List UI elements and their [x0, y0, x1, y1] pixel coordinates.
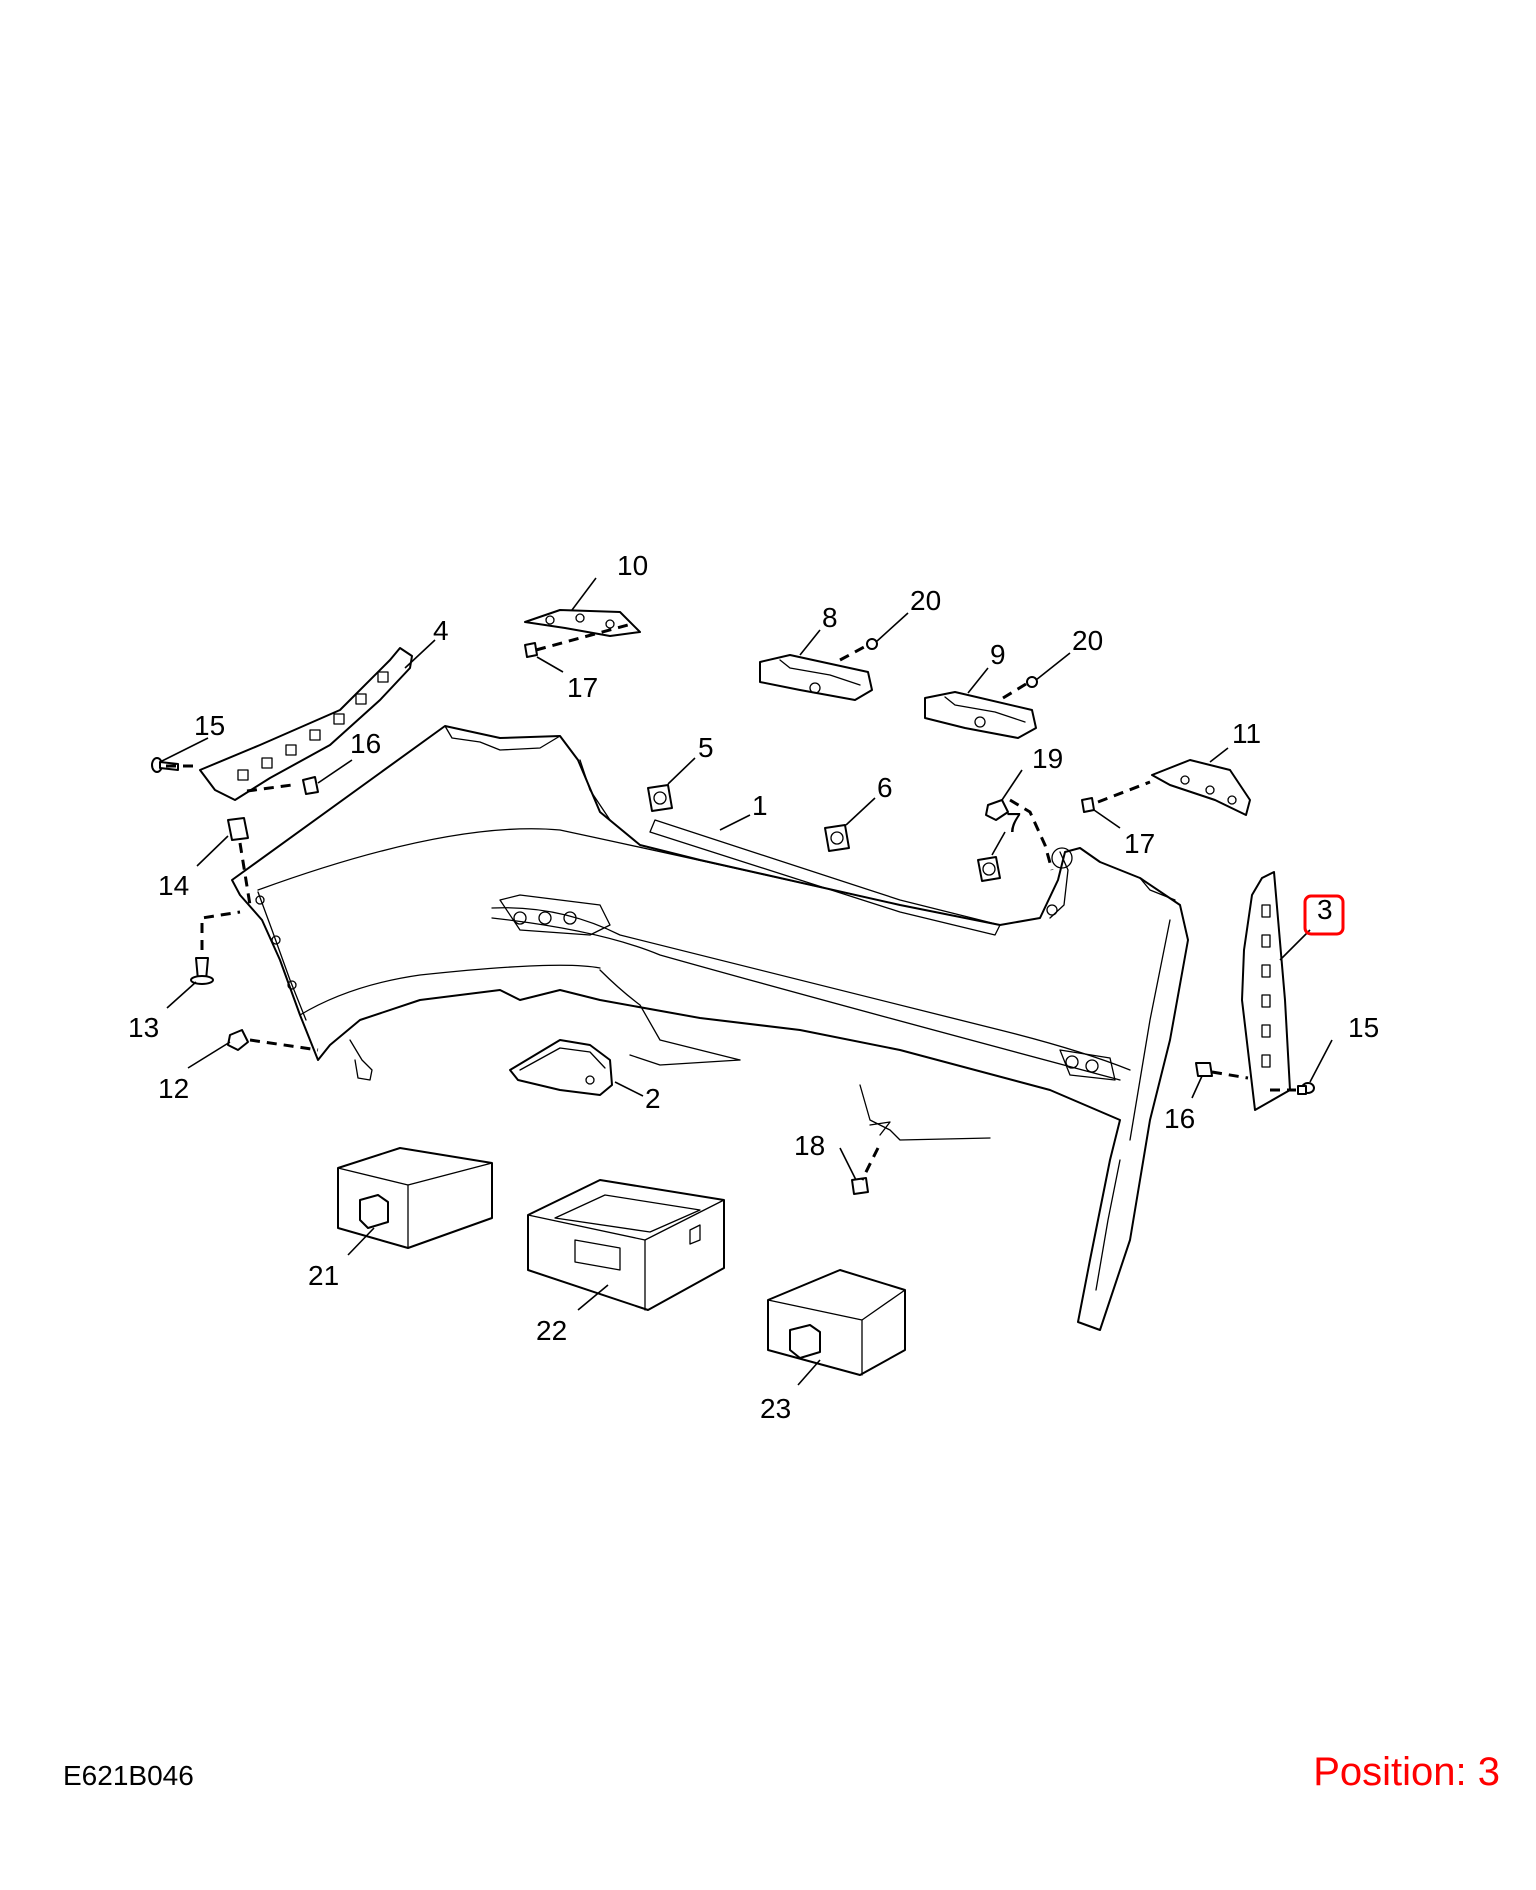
callout-4: 4	[433, 615, 449, 646]
bumper-cover	[231, 725, 1189, 1331]
part-18-clip	[851, 1177, 869, 1195]
leader-lines	[159, 577, 1333, 1386]
part-9-bracket	[924, 691, 1037, 739]
diagram-code: E621B046	[63, 1760, 194, 1791]
callout-9: 9	[990, 639, 1006, 670]
part-14-clip	[227, 817, 249, 841]
callout-10: 10	[617, 550, 648, 581]
callout-2: 2	[645, 1083, 661, 1114]
part-11-bracket	[1151, 759, 1251, 816]
callout-21: 21	[308, 1260, 339, 1291]
part-16-clip-left	[302, 776, 319, 795]
callout-17-right: 17	[1124, 828, 1155, 859]
callout-5: 5	[698, 732, 714, 763]
part-20-nut-b	[1026, 676, 1038, 688]
callout-22: 22	[536, 1315, 567, 1346]
part-23-module	[767, 1269, 906, 1376]
part-20-nut-a	[866, 638, 878, 650]
part-13-screw	[190, 957, 214, 985]
callout-labels: 1 2 3 4 5 6 7 8 9 10 11 12 13 14 15 15 1…	[128, 550, 1379, 1424]
callout-3: 3	[1317, 894, 1333, 925]
part-8-bracket	[759, 654, 873, 701]
callout-15-left: 15	[194, 710, 225, 741]
callout-19: 19	[1032, 743, 1063, 774]
callout-16-left: 16	[350, 728, 381, 759]
part-15-screw-right	[1297, 1082, 1315, 1095]
part-10-bracket	[524, 609, 641, 637]
highlight-box	[1303, 894, 1345, 936]
callout-7: 7	[1006, 807, 1022, 838]
part-6-clip	[824, 824, 850, 852]
callout-1: 1	[752, 790, 768, 821]
part-17-screw-left	[524, 642, 538, 658]
callout-16-right: 16	[1164, 1103, 1195, 1134]
part-17-screw-right	[1081, 797, 1095, 813]
part-3-side-bracket	[1241, 871, 1291, 1111]
callout-14: 14	[158, 870, 189, 901]
part-21-module	[337, 1147, 493, 1249]
assembly-lines	[166, 623, 1296, 1181]
part-5-clip	[647, 784, 673, 812]
callout-6: 6	[877, 772, 893, 803]
part-4-bracket	[199, 647, 413, 801]
callout-11: 11	[1232, 718, 1261, 749]
callout-13: 13	[128, 1012, 159, 1043]
part-22-module	[527, 1179, 725, 1311]
part-16-clip-right	[1195, 1062, 1213, 1077]
callout-15-right: 15	[1348, 1012, 1379, 1043]
part-12-clip	[227, 1029, 249, 1051]
part-19-nut	[985, 799, 1009, 821]
callout-20-b: 20	[1072, 625, 1103, 656]
position-label: Position: 3	[1313, 1750, 1500, 1794]
callout-17-left: 17	[567, 672, 598, 703]
callout-20-a: 20	[910, 585, 941, 616]
callout-18: 18	[794, 1130, 825, 1161]
callout-23: 23	[760, 1393, 791, 1424]
part-7-clip	[977, 856, 1001, 882]
callout-8: 8	[822, 602, 838, 633]
part-2-lower-trim	[509, 1039, 613, 1096]
callout-12: 12	[158, 1073, 189, 1104]
